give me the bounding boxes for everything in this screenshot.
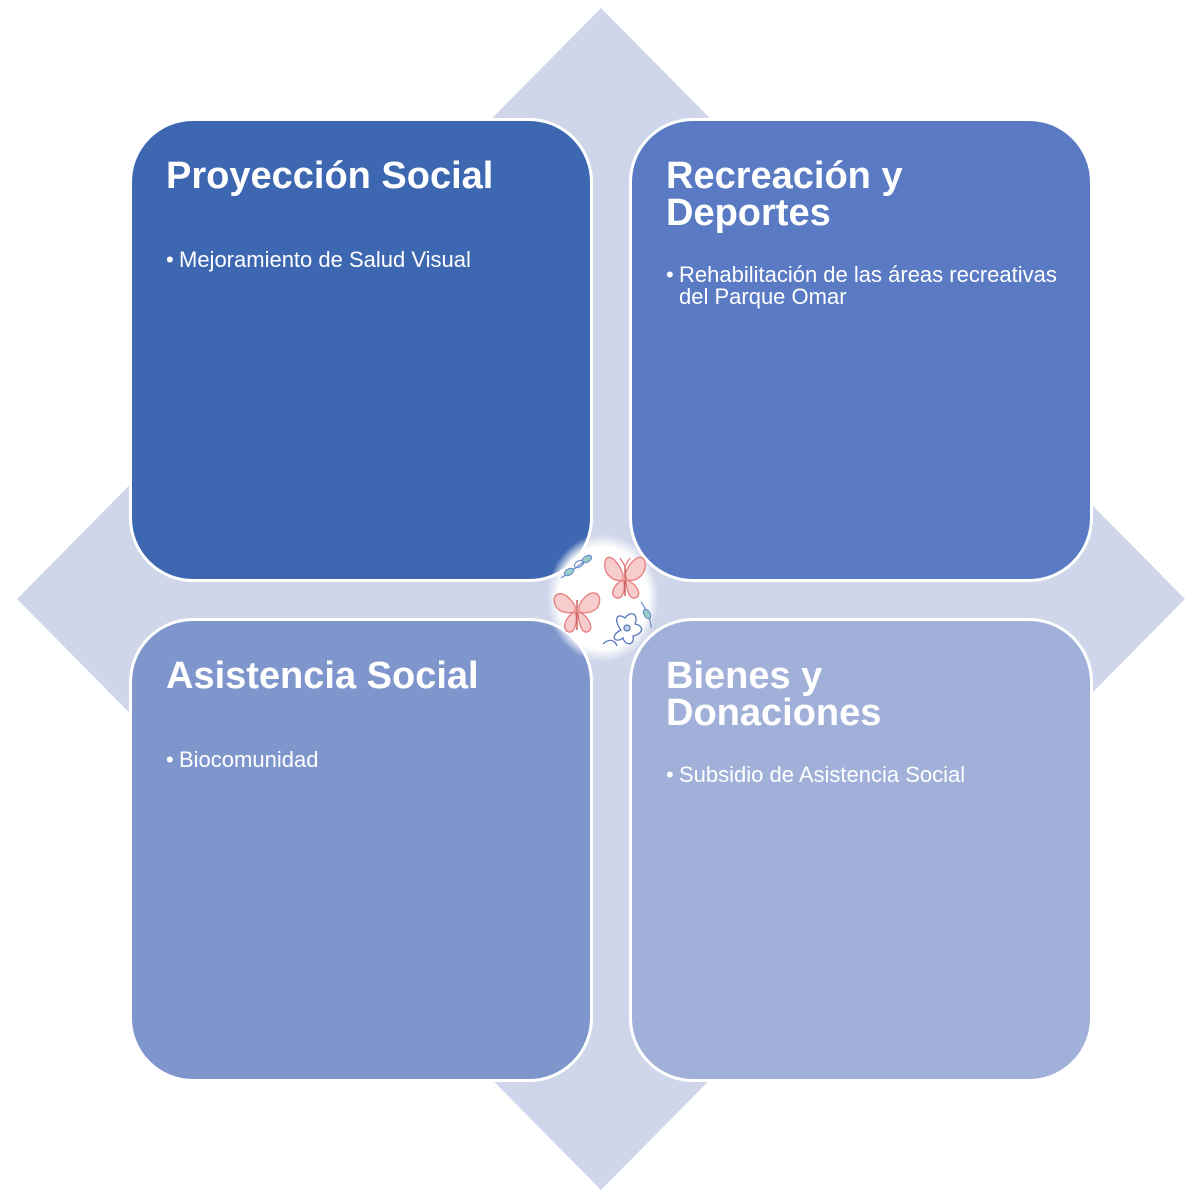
butterfly-flower-emblem-icon <box>547 534 659 662</box>
list-item-text: Rehabilitación de las áreas recreativas … <box>679 262 1057 309</box>
bullet-icon: • <box>666 762 674 787</box>
bullet-icon: • <box>166 747 174 772</box>
bullet-icon: • <box>666 262 674 287</box>
quadrant-bienes-donaciones: Bienes y Donaciones • Subsidio de Asiste… <box>629 618 1093 1082</box>
list-item: • Subsidio de Asistencia Social <box>666 764 1076 786</box>
list-item: • Mejoramiento de Salud Visual <box>166 249 576 271</box>
list-item-text: Subsidio de Asistencia Social <box>679 762 966 787</box>
list-item: • Biocomunidad <box>166 749 576 771</box>
quadrant-title: Asistencia Social <box>166 655 479 697</box>
bullet-icon: • <box>166 247 174 272</box>
list-item: • Rehabilitación de las áreas recreativa… <box>666 264 1076 308</box>
quadrant-asistencia-social: Asistencia Social • Biocomunidad <box>129 618 593 1082</box>
quadrant-proyeccion-social: Proyección Social • Mejoramiento de Salu… <box>129 118 593 582</box>
quadrant-title: Bienes y Donaciones <box>666 655 882 734</box>
quadrant-list: • Biocomunidad <box>166 749 576 771</box>
quadrant-list: • Rehabilitación de las áreas recreativa… <box>666 264 1076 308</box>
list-item-text: Mejoramiento de Salud Visual <box>179 247 471 272</box>
quadrant-title: Recreación y Deportes <box>666 155 903 234</box>
quadrant-list: • Subsidio de Asistencia Social <box>666 764 1076 786</box>
quadrant-recreacion-deportes: Recreación y Deportes • Rehabilitación d… <box>629 118 1093 582</box>
quadrant-title: Proyección Social <box>166 155 494 197</box>
list-item-text: Biocomunidad <box>179 747 319 772</box>
quadrant-list: • Mejoramiento de Salud Visual <box>166 249 576 271</box>
